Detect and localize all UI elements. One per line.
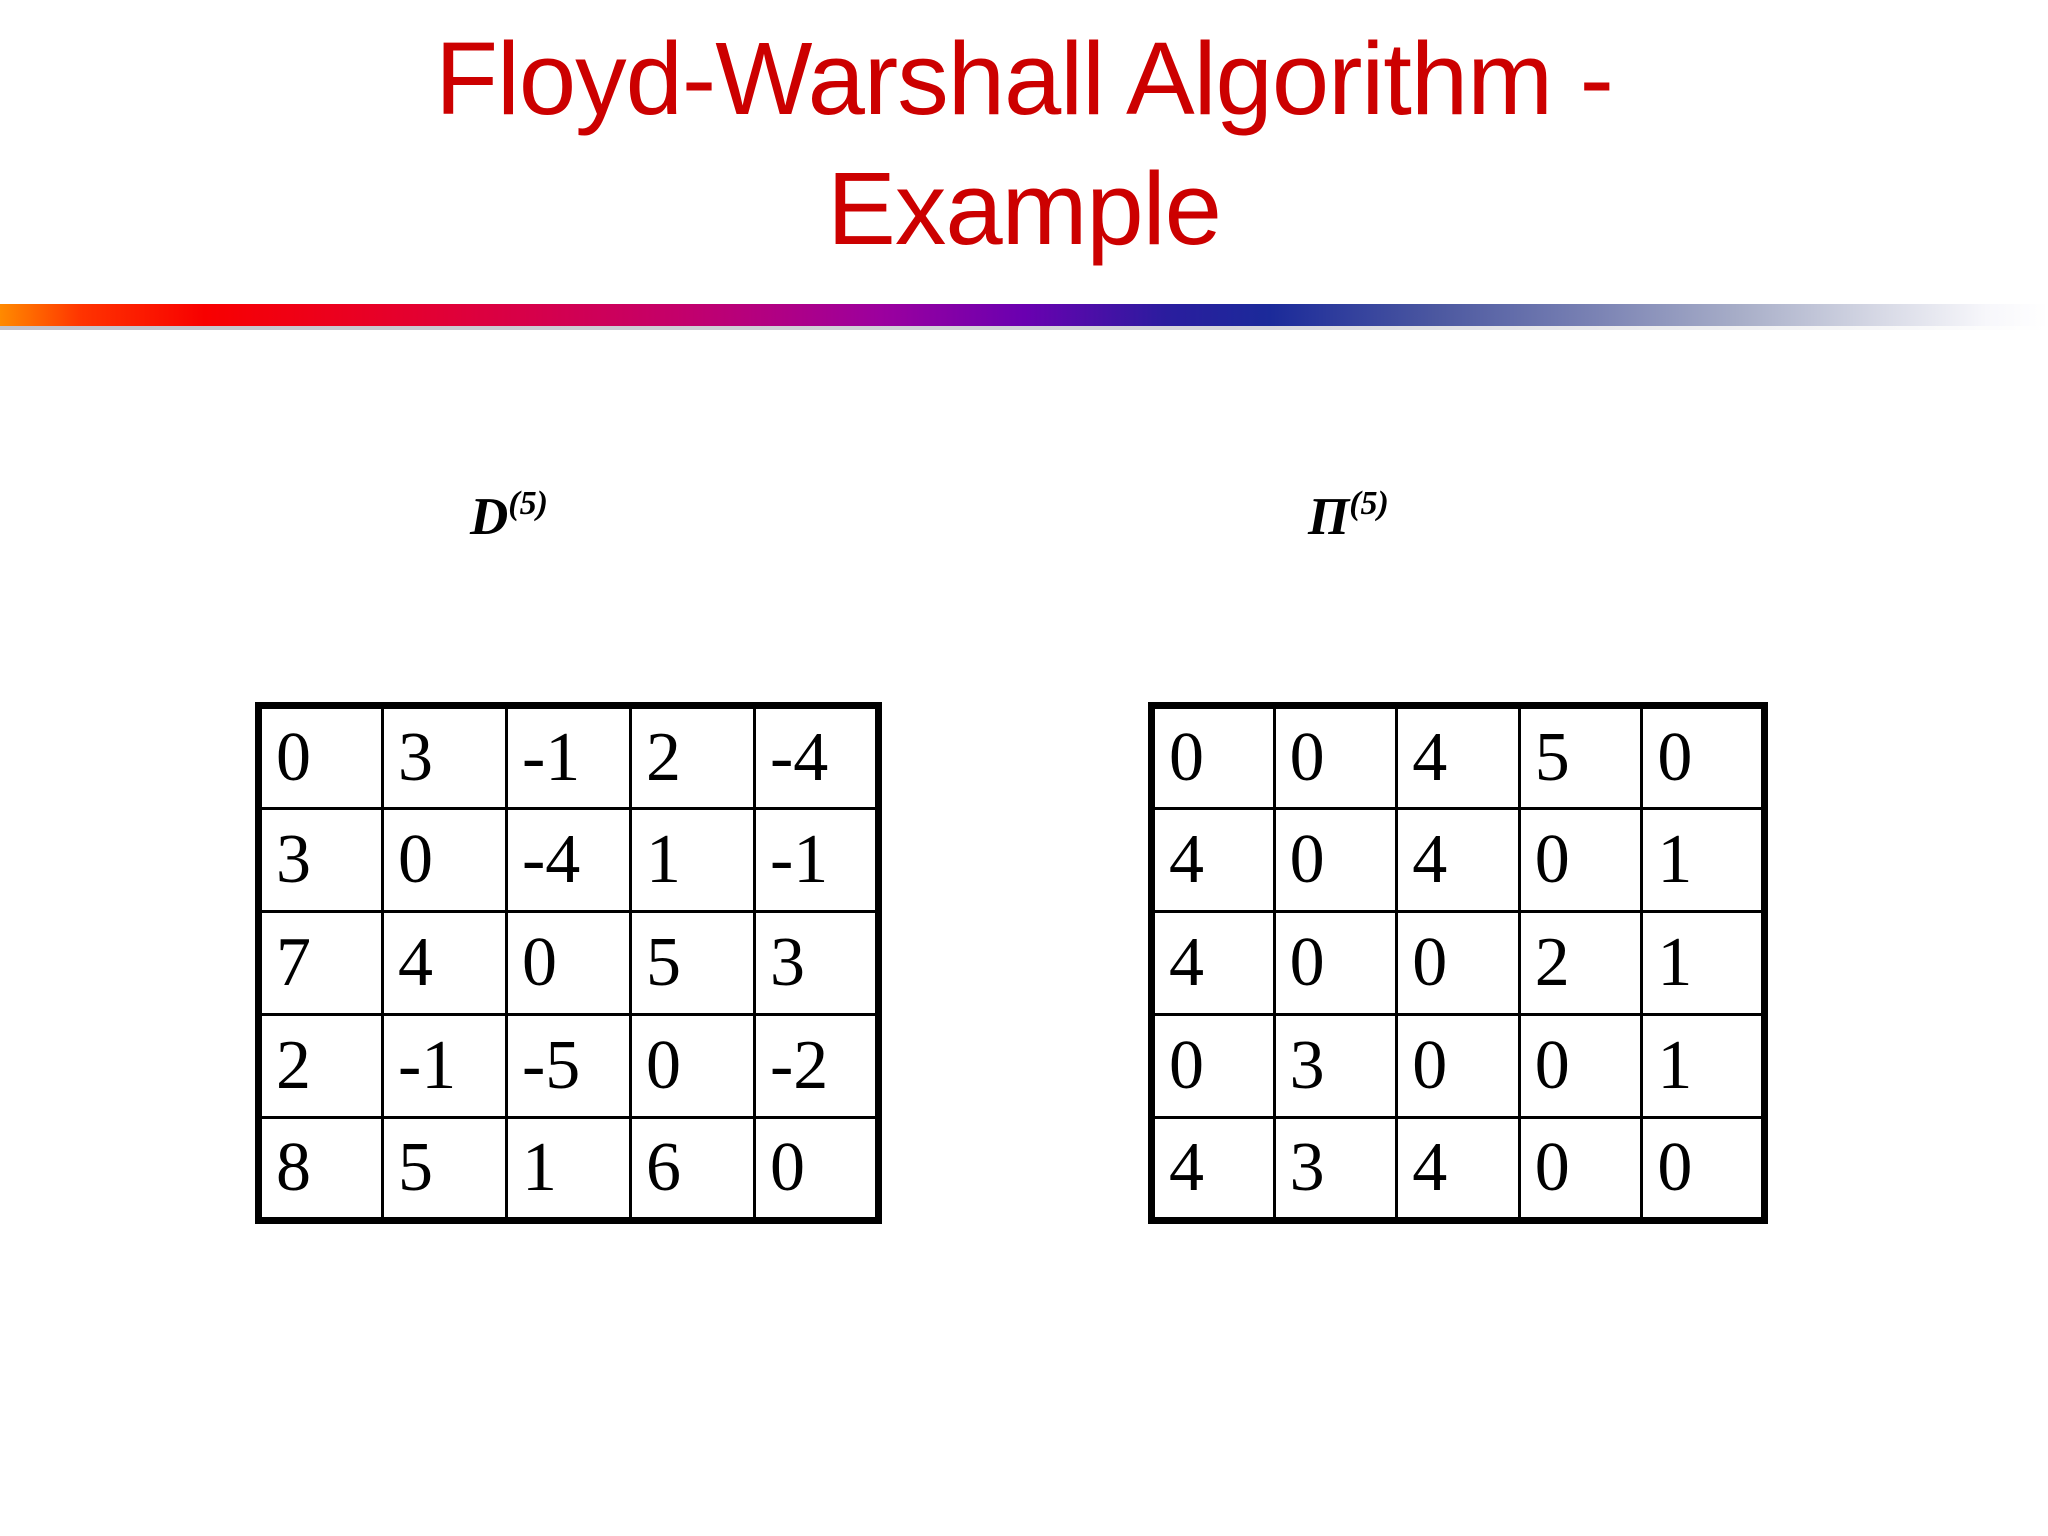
matrix-cell: 8 <box>257 1116 384 1222</box>
matrix-cell: 0 <box>1395 910 1521 1016</box>
matrix-cell: 3 <box>257 807 384 913</box>
matrix-cell: 0 <box>1395 1013 1521 1119</box>
matrix-cell: 3 <box>381 704 508 810</box>
matrix-cell: 1 <box>1640 1013 1766 1119</box>
matrix-cell: 2 <box>1517 910 1644 1016</box>
matrix-cell: 3 <box>1272 1116 1399 1222</box>
matrix-cell: 7 <box>257 910 384 1016</box>
matrix-cell: 1 <box>505 1116 632 1222</box>
matrix-cell: -2 <box>753 1013 880 1119</box>
matrix-cell: -1 <box>381 1013 508 1119</box>
matrix-label-pi-base: Π <box>1308 488 1350 546</box>
matrix-cell: 5 <box>629 910 756 1016</box>
matrix-cell: 2 <box>629 704 756 810</box>
matrix-cell: 4 <box>1150 807 1276 913</box>
matrix-cell: 3 <box>1272 1013 1399 1119</box>
matrix-cell: 4 <box>381 910 508 1016</box>
matrix-cell: -1 <box>753 807 880 913</box>
title-block: Floyd-Warshall Algorithm - Example <box>0 14 2048 274</box>
matrix-cell: 0 <box>629 1013 756 1119</box>
matrix-cell: 4 <box>1150 910 1276 1016</box>
matrix-cell: 1 <box>1640 910 1766 1016</box>
matrix-label-d-base: D <box>470 488 509 546</box>
matrix-cell: 0 <box>1150 1013 1276 1119</box>
matrix-label-pi-superscript: (5) <box>1349 485 1389 522</box>
page-title: Floyd-Warshall Algorithm - Example <box>435 21 1614 266</box>
matrix-cell: 5 <box>381 1116 508 1222</box>
matrix-cell: 0 <box>1150 704 1276 810</box>
title-divider-shadow <box>0 326 2048 330</box>
matrix-cell: 2 <box>257 1013 384 1119</box>
matrix-cell: 0 <box>1272 910 1399 1016</box>
matrix-cell: -1 <box>505 704 632 810</box>
matrix-cell: 0 <box>1517 1116 1644 1222</box>
matrix-cell: 4 <box>1395 1116 1521 1222</box>
matrix-cell: 0 <box>1272 807 1399 913</box>
matrix-cell: -4 <box>753 704 880 810</box>
matrix-cell: 0 <box>1272 704 1399 810</box>
matrix-cell: 0 <box>1517 807 1644 913</box>
matrix-cell: 0 <box>1640 1116 1766 1222</box>
matrix-cell: 0 <box>381 807 508 913</box>
matrix-label-d: D(5) <box>470 487 548 544</box>
matrix-cell: 0 <box>257 704 384 810</box>
title-divider-gradient-bar <box>0 304 2048 326</box>
matrix-cell: 1 <box>629 807 756 913</box>
matrix-cell: 6 <box>629 1116 756 1222</box>
matrix-cell: -5 <box>505 1013 632 1119</box>
matrix-cell: 4 <box>1395 704 1521 810</box>
matrix-cell: 4 <box>1150 1116 1276 1222</box>
matrix-cell: 1 <box>1640 807 1766 913</box>
matrix-cell: -4 <box>505 807 632 913</box>
matrix-cell: 3 <box>753 910 880 1016</box>
matrix-cell: 4 <box>1395 807 1521 913</box>
matrix-cell: 0 <box>753 1116 880 1222</box>
matrix-cell: 0 <box>505 910 632 1016</box>
matrix-cell: 0 <box>1640 704 1766 810</box>
matrix-label-d-superscript: (5) <box>508 485 548 522</box>
matrix-cell: 5 <box>1517 704 1644 810</box>
matrix-label-pi: Π(5) <box>1308 487 1389 544</box>
matrix-cell: 0 <box>1517 1013 1644 1119</box>
